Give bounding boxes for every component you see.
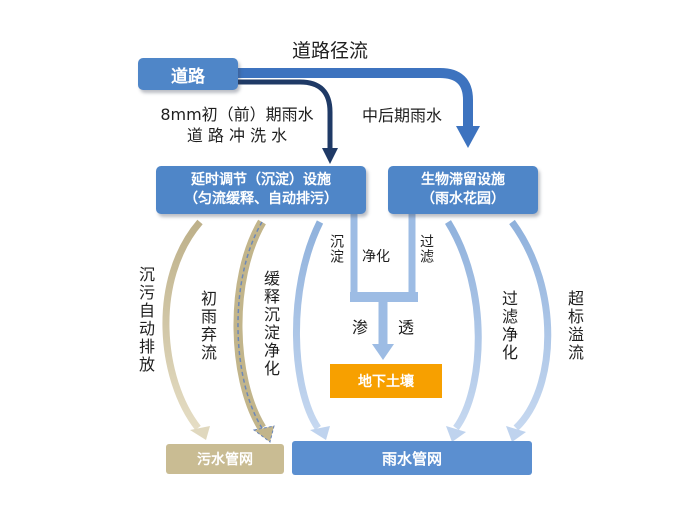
- node-bio-retention: 生物滞留设施 （雨水花园）: [388, 166, 538, 214]
- node-sewage-network: 污水管网: [166, 444, 284, 474]
- label-infiltrate-1: 渗: [352, 318, 369, 337]
- arrow-auto-drain: [162, 219, 203, 431]
- node-rain-network: 雨水管网: [292, 441, 532, 475]
- node-rain-label: 雨水管网: [381, 449, 442, 468]
- node-delay-line2: （匀流缓释、自动排污）: [184, 191, 338, 207]
- label-purify: 净化: [362, 249, 390, 265]
- arrow-slow-release-head: [310, 426, 330, 440]
- arrow-auto-drain-head: [190, 426, 210, 440]
- arrow-infiltrate-head: [372, 344, 394, 360]
- arrow-first-flush-head: [252, 425, 275, 443]
- node-delay-facility: 延时调节（沉淀）设施 （匀流缓释、自动排污）: [156, 166, 366, 214]
- arrow-overflow: [509, 219, 552, 431]
- label-sediment: 沉淀: [328, 234, 344, 264]
- arrow-first-flush: [233, 219, 266, 431]
- label-road-runoff: 道路径流: [292, 40, 369, 62]
- node-road-label: 道路: [171, 66, 205, 87]
- arrow-road-to-delay: [238, 79, 333, 150]
- arrow-road-to-bio: [238, 68, 473, 128]
- arrow-filter-purify: [445, 220, 482, 431]
- arrow-filter-purify-head: [446, 426, 466, 442]
- node-road: 道路: [138, 58, 238, 90]
- label-slow-release: 缓释沉淀净化: [261, 270, 280, 378]
- node-soil-label: 地下土壤: [358, 374, 414, 390]
- arrow-first-flush-dash: [237, 221, 263, 429]
- label-filter-purify: 过滤净化: [499, 290, 518, 362]
- arrow-road-to-delay-head: [322, 148, 338, 164]
- label-filter: 过滤: [418, 234, 434, 264]
- label-early-rain-line2: 道 路 冲 洗 水: [186, 126, 288, 145]
- label-infiltrate-2: 透: [398, 318, 415, 337]
- node-soil: 地下土壤: [330, 364, 442, 398]
- arrow-overflow-head: [506, 426, 526, 442]
- arrow-slow-release: [293, 220, 324, 430]
- label-late-rain: 中后期雨水: [362, 106, 443, 125]
- node-delay-line1: 延时调节（沉淀）设施: [191, 172, 331, 189]
- label-auto-drain: 沉污自动排放: [136, 266, 155, 374]
- label-early-rain-line1: 8mm初（前）期雨水: [160, 105, 314, 124]
- join-bar: [350, 292, 418, 302]
- label-overflow: 超标溢流: [565, 290, 584, 362]
- node-bio-line1: 生物滞留设施: [421, 172, 505, 189]
- arrow-road-to-bio-head: [456, 126, 480, 148]
- label-first-flush: 初雨弃流: [198, 290, 217, 362]
- node-sewage-label: 污水管网: [197, 452, 253, 468]
- node-bio-line2: （雨水花园）: [421, 191, 505, 207]
